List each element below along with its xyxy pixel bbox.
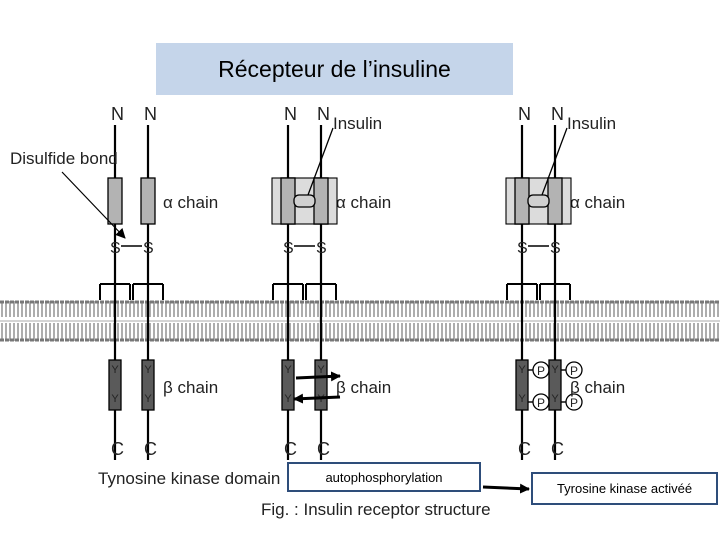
receptor-activated: N C Y Y S P P N C Y Y S P Pα chain β chain Insulin [505, 104, 625, 460]
kinase-domain-label: Tynosine kinase domain [98, 469, 280, 488]
diagram-title: Récepteur de l’insuline [156, 43, 513, 95]
n-terminus-label: N [551, 104, 564, 124]
phosphate-circle [565, 393, 583, 411]
alpha-subunit-right [547, 177, 563, 225]
tyrosine-label: Y [284, 364, 292, 376]
beta-subunit-right [141, 359, 155, 411]
n-terminus-label: N [144, 104, 157, 124]
insulin-label: Insulin [567, 114, 616, 133]
beta-subunit-left [281, 359, 295, 411]
insulin-pointer [541, 127, 568, 196]
phosphate-label: P [537, 396, 545, 410]
insulin-molecule [527, 194, 550, 208]
beta-chain-label: β chain [570, 378, 625, 397]
autophosphorylation-arrows [293, 371, 341, 404]
n-terminus-label: N [317, 104, 330, 124]
phosphate-circle [565, 361, 583, 379]
disulfide-bond-annotation: Disulfide bond [10, 149, 126, 239]
alpha-chain-label: α chain [570, 193, 625, 212]
tyrosine-kinase-activated-label: Tyrosine kinase activéé [531, 472, 718, 505]
c-terminus-label: C [284, 439, 297, 459]
alpha-subunit-left [280, 177, 296, 225]
c-terminus-label: C [551, 439, 564, 459]
sulfur-label: S [517, 240, 528, 257]
alpha-chain-label: α chain [336, 193, 391, 212]
beta-chain-label: β chain [336, 378, 391, 397]
insulin-pointer [307, 127, 334, 196]
cell-membrane [0, 300, 720, 342]
sulfur-label: S [283, 240, 294, 257]
tyrosine-label: Y [111, 393, 119, 405]
sulfur-label: S [110, 240, 121, 257]
c-terminus-label: C [518, 439, 531, 459]
autophosphorylation-label: autophosphorylation [287, 462, 481, 492]
alpha-chain-label: α chain [163, 193, 218, 212]
tyrosine-label: Y [284, 393, 292, 405]
alpha-subunit-right [313, 177, 329, 225]
tyrosine-label: Y [317, 364, 325, 376]
activation-arrow [482, 483, 530, 494]
sulfur-label: S [316, 240, 327, 257]
receptor-inactive: N C Y Y S N C Y Y Sα chain β chain [99, 104, 218, 460]
insulin-label: Insulin [333, 114, 382, 133]
c-terminus-label: C [317, 439, 330, 459]
alpha-subunit-left [514, 177, 530, 225]
alpha-subunit-right [140, 177, 156, 225]
n-terminus-label: N [111, 104, 124, 124]
tyrosine-label: Y [518, 393, 526, 405]
n-terminus-label: N [518, 104, 531, 124]
tyrosine-label: Y [144, 393, 152, 405]
tyrosine-label: Y [518, 364, 526, 376]
c-terminus-label: C [111, 439, 124, 459]
tyrosine-label: Y [551, 393, 559, 405]
tyrosine-label: Y [144, 364, 152, 376]
phosphate-label: P [570, 364, 578, 378]
beta-subunit-left [108, 359, 122, 411]
insulin-molecule [293, 194, 316, 208]
tyrosine-label: Y [111, 364, 119, 376]
beta-subunit-left [515, 359, 529, 411]
figure-caption: Fig. : Insulin receptor structure [261, 500, 491, 519]
sulfur-label: S [143, 240, 154, 257]
alpha-subunit-left [107, 177, 123, 225]
c-terminus-label: C [144, 439, 157, 459]
beta-subunit-right [548, 359, 562, 411]
phosphate-label: P [570, 396, 578, 410]
beta-chain-label: β chain [163, 378, 218, 397]
tyrosine-label: Y [551, 364, 559, 376]
disulfide-bond-label: Disulfide bond [10, 149, 118, 168]
n-terminus-label: N [284, 104, 297, 124]
sulfur-label: S [550, 240, 561, 257]
phosphate-label: P [537, 364, 545, 378]
